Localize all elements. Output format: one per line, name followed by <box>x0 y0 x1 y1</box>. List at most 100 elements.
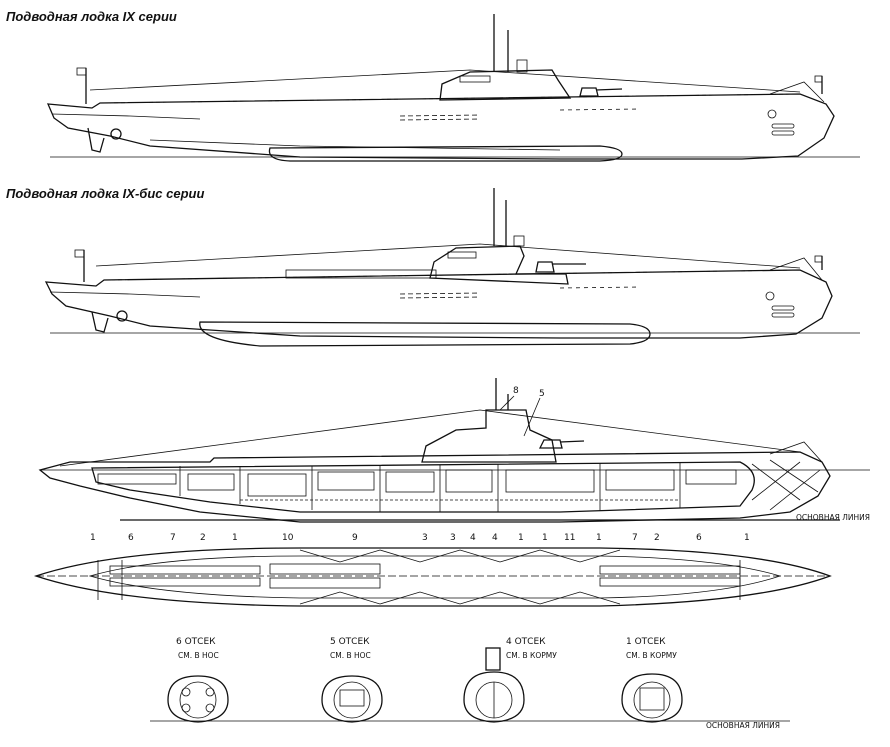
vent-holes-3 <box>559 286 641 289</box>
stern-fairing <box>49 291 201 298</box>
propeller <box>110 128 122 140</box>
tower-rail <box>447 251 477 259</box>
pressure-hull <box>633 681 671 719</box>
vent-holes-1 <box>399 292 481 295</box>
stern-flag-icon <box>76 67 87 76</box>
pressure-hull <box>179 681 217 719</box>
callout: 2 <box>200 533 206 543</box>
conning-tower <box>485 647 501 671</box>
callout: 10 <box>282 533 294 543</box>
section-direction: СМ. В НОС <box>178 651 219 660</box>
section-hull <box>321 675 383 723</box>
jumping-wire <box>95 243 801 269</box>
outer-hull <box>38 451 831 523</box>
jumping-wire <box>89 69 801 93</box>
pressure-hull <box>333 681 371 719</box>
section-direction: СМ. В КОРМУ <box>506 651 557 660</box>
callout: 1 <box>518 533 524 543</box>
machinery <box>339 689 365 707</box>
callout: 1 <box>542 533 548 543</box>
callout: 4 <box>492 533 498 543</box>
keel-bulge <box>199 321 651 347</box>
stern-flag-icon <box>74 249 85 258</box>
frame-zigzag-top <box>299 549 621 563</box>
rudder <box>91 311 109 333</box>
section-direction: СМ. В НОС <box>330 651 371 660</box>
bow-port-2 <box>771 312 795 318</box>
deck-gun <box>538 439 585 449</box>
equipment <box>317 471 375 491</box>
submarine-longitudinal-section: 8 5 ОСНОВНАЯ ЛИНИЯ 1 6 7 2 1 10 9 3 3 4 … <box>38 378 870 543</box>
callout-8: 8 <box>513 386 519 396</box>
submarine-ix-bis-profile <box>44 188 860 347</box>
bow-flag-icon <box>814 75 823 83</box>
callout: 7 <box>632 533 638 543</box>
equipment <box>445 469 493 493</box>
title-series-ix: Подводная лодка IX серии <box>6 9 177 24</box>
callout-leader <box>523 397 541 437</box>
tower-rail <box>459 75 491 83</box>
cross-sections: ОСНОВНАЯ ЛИНИЯ 6 ОТСЕК СМ. В НОС 5 ОТСЕК… <box>150 637 790 730</box>
side-callouts: 1 6 7 2 1 10 9 3 3 4 4 1 1 11 1 7 2 6 1 <box>90 533 750 543</box>
torpedo-rack <box>639 687 665 711</box>
callout: 9 <box>352 533 358 543</box>
engine-left <box>269 563 381 575</box>
torpedo-tube-bow-1 <box>599 565 741 575</box>
conning-tower <box>439 69 572 101</box>
diesel-engines <box>247 473 307 497</box>
deck-gun <box>579 87 623 97</box>
keel-bulge <box>268 145 623 162</box>
callout: 4 <box>470 533 476 543</box>
vent-holes-1 <box>399 114 481 117</box>
torpedo-tubes-bow <box>685 469 737 485</box>
section-5: 5 ОТСЕК СМ. В НОС <box>321 637 383 723</box>
callout: 11 <box>564 533 575 543</box>
baseline-label: ОСНОВНАЯ ЛИНИЯ <box>796 513 870 522</box>
deck-gun <box>535 261 586 273</box>
bulkheads <box>97 560 741 600</box>
bow-structure <box>751 459 821 511</box>
submarine-ix-profile <box>46 14 860 162</box>
tube <box>181 687 191 697</box>
radio-mast-base <box>516 59 528 73</box>
callout: 1 <box>744 533 750 543</box>
frame-zigzag-bottom <box>299 591 621 605</box>
section-name: 4 ОТСЕК <box>506 637 546 647</box>
callout-leader <box>499 395 515 411</box>
outer-hull <box>33 547 832 607</box>
tube <box>181 703 191 713</box>
lower-hull-line <box>149 139 561 151</box>
section-hull <box>167 675 229 723</box>
section-name: 6 ОТСЕК <box>176 637 216 647</box>
net-cutter <box>769 81 825 103</box>
torpedo-tubes-stern <box>97 473 177 485</box>
vent-holes-2 <box>399 118 481 121</box>
deck-casing <box>285 269 437 279</box>
propeller <box>116 310 128 322</box>
callout: 2 <box>654 533 660 543</box>
submarine-plan-view <box>33 547 832 607</box>
tube <box>205 687 215 697</box>
vent-holes-3 <box>559 108 641 111</box>
callout: 1 <box>596 533 602 543</box>
machinery <box>187 473 235 491</box>
rudder <box>87 127 105 153</box>
engine-right <box>269 577 381 589</box>
net-cutter <box>769 257 823 281</box>
deck-line <box>99 93 801 104</box>
bow-port-1 <box>771 305 795 311</box>
title-series-ix-bis: Подводная лодка IX-бис серии <box>6 186 205 201</box>
jumping-wire <box>59 409 801 467</box>
section-hull <box>621 673 683 723</box>
bow-port-2 <box>771 130 795 136</box>
stern-fairing <box>51 113 201 120</box>
callout: 7 <box>170 533 176 543</box>
pressure-hull <box>91 461 755 513</box>
bow-flag-icon <box>814 255 823 263</box>
section-name: 1 ОТСЕК <box>626 637 666 647</box>
pressure-hull <box>88 555 782 599</box>
torpedo-tube-stern-2 <box>109 577 261 587</box>
callout: 6 <box>696 533 702 543</box>
